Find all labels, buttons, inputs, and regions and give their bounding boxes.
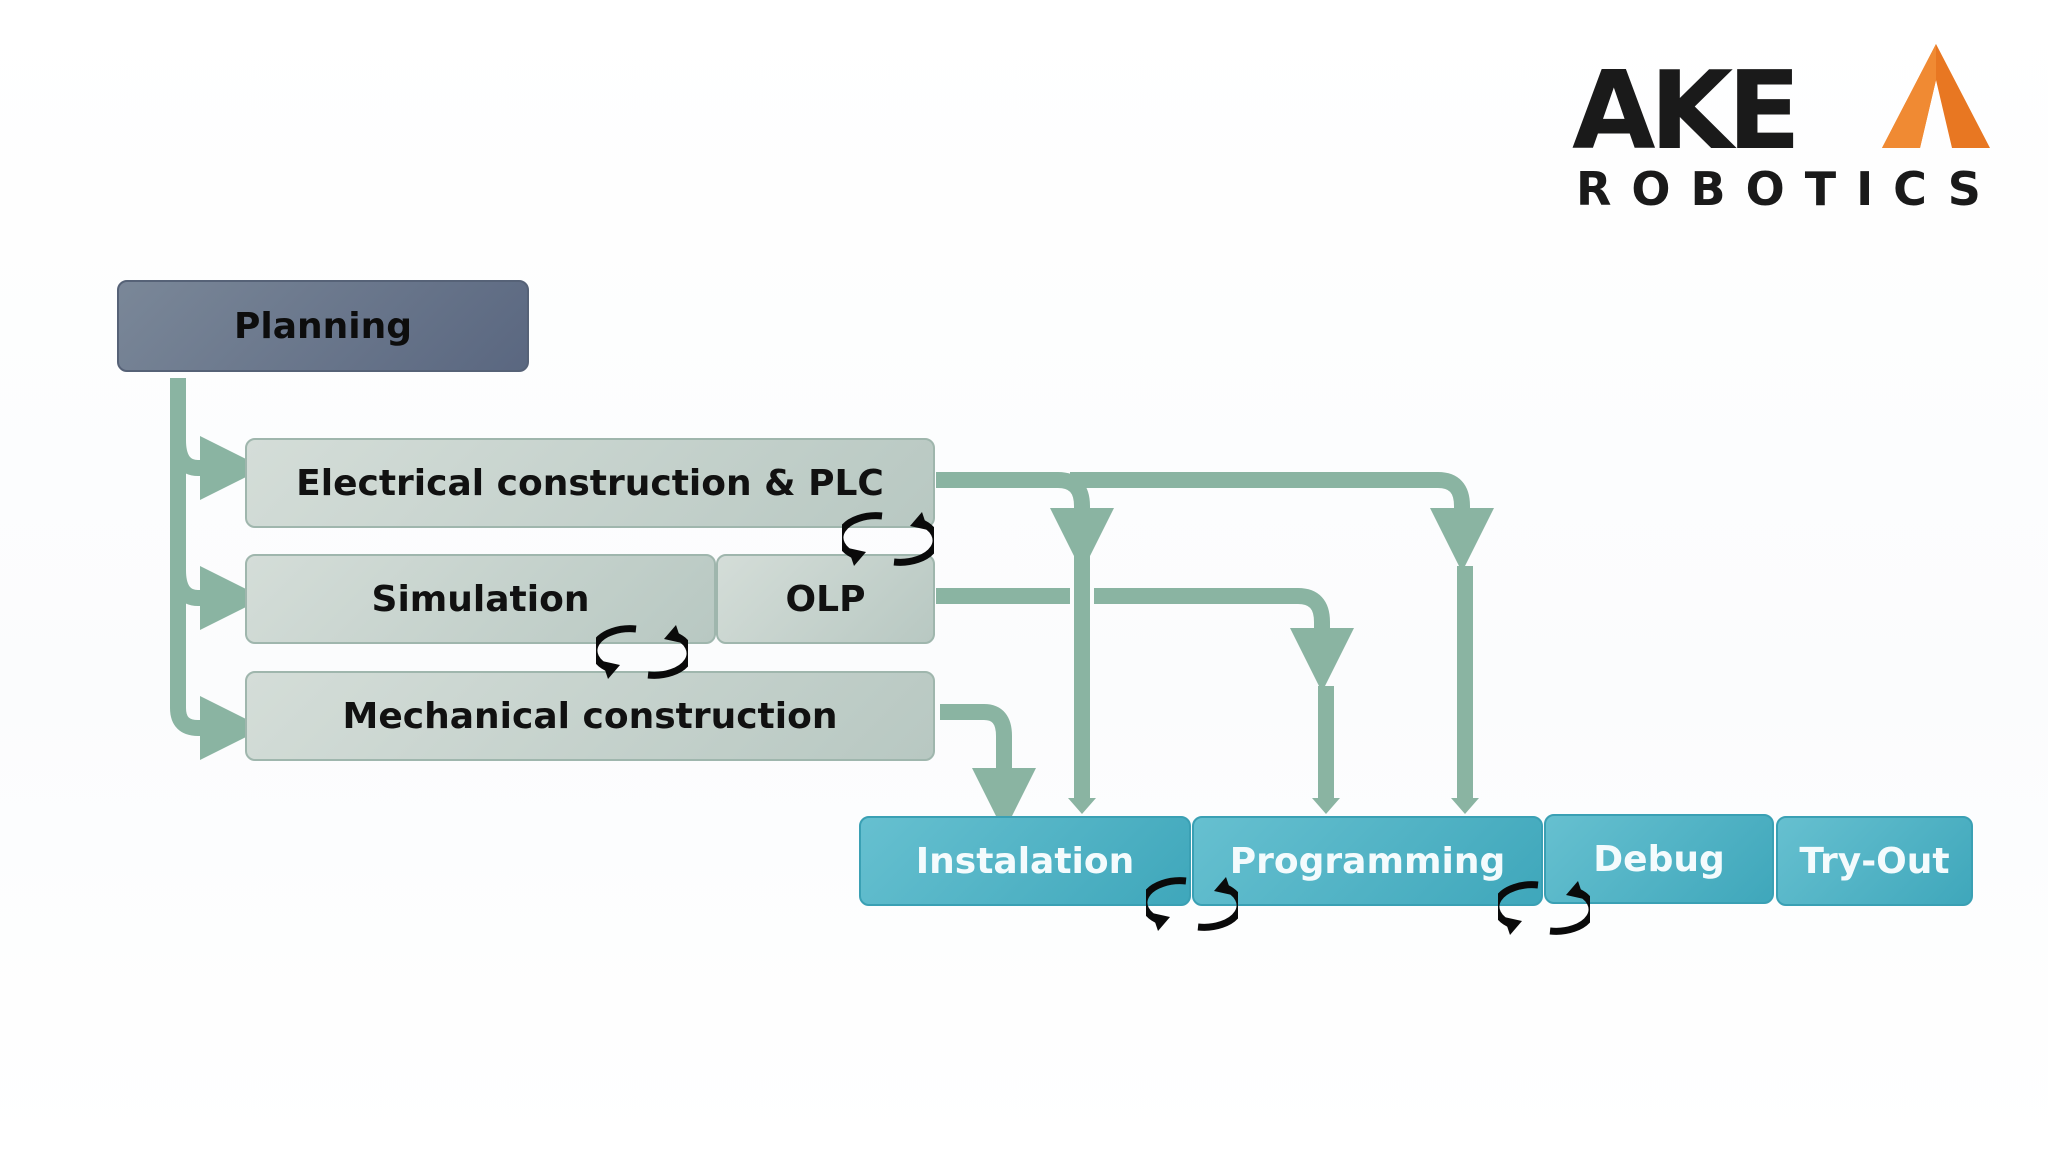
planning-to-electrical-arrow — [170, 436, 264, 500]
logo-triangle-icon — [1882, 44, 1990, 148]
installation-arrowhead — [1068, 798, 1096, 814]
ake-robotics-logo: AKE ROBOTICS — [1568, 40, 1998, 220]
cycle-icon — [1146, 877, 1238, 931]
cycle-icon — [842, 512, 934, 566]
mechanical-to-installation-arrow — [940, 704, 1036, 832]
simulation-label: Simulation — [371, 578, 590, 620]
planning-label: Planning — [233, 305, 412, 347]
programming-label: Programming — [1229, 840, 1506, 882]
olp-to-programming-arrow — [936, 588, 1322, 660]
electrical-to-debug-arrow — [1070, 472, 1494, 572]
installation-label: Instalation — [915, 840, 1135, 882]
debug-label: Debug — [1593, 838, 1725, 880]
planning-to-simulation-arrow — [170, 566, 264, 630]
logo-subtitle: ROBOTICS — [1576, 162, 2001, 216]
olp-label: OLP — [785, 578, 866, 620]
tryout-label: Try-Out — [1799, 840, 1950, 882]
debug-box: Debug — [1544, 814, 1774, 904]
planning-trunk-arrow — [170, 378, 264, 760]
programming-box: Programming — [1192, 816, 1543, 906]
cycle-icon — [1498, 881, 1590, 935]
olp-box: OLP — [716, 554, 935, 644]
electrical-label: Electrical construction & PLC — [296, 462, 884, 504]
simulation-box: Simulation — [245, 554, 716, 644]
planning-box: Planning — [117, 280, 529, 372]
tryout-box: Try-Out — [1776, 816, 1973, 906]
logo-wordmark: AKE — [1572, 49, 1801, 174]
programming-arrowhead — [1312, 798, 1340, 814]
cycle-icon — [596, 625, 688, 679]
electrical-to-installation-arrow — [936, 472, 1114, 572]
debug-arrowhead — [1451, 798, 1479, 814]
mechanical-box: Mechanical construction — [245, 671, 935, 761]
electrical-box: Electrical construction & PLC — [245, 438, 935, 528]
installation-box: Instalation — [859, 816, 1191, 906]
mechanical-label: Mechanical construction — [342, 695, 838, 737]
